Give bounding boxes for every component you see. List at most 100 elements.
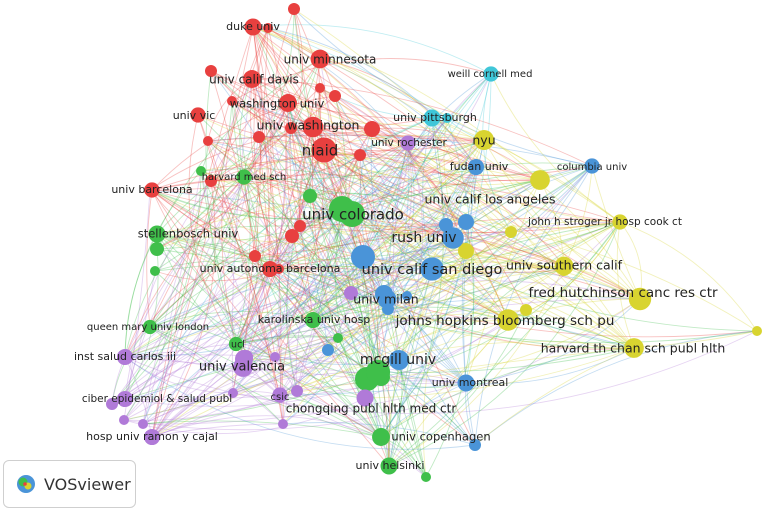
network-node[interactable] [196, 166, 206, 176]
node-harvardth[interactable] [624, 338, 644, 358]
network-node[interactable] [227, 96, 237, 106]
node-colorado[interactable] [339, 201, 365, 227]
network-node[interactable] [505, 226, 517, 238]
node-stroger[interactable] [612, 214, 628, 230]
link-edge [231, 100, 373, 135]
node-ucl[interactable] [228, 336, 244, 352]
node-ucla[interactable] [530, 170, 550, 190]
node-mcgill[interactable] [365, 359, 391, 385]
network-node[interactable] [752, 326, 762, 336]
network-node[interactable] [285, 229, 299, 243]
node-rochester[interactable] [400, 135, 416, 151]
link-edge [380, 73, 492, 438]
network-node[interactable] [322, 344, 334, 356]
network-node[interactable] [354, 149, 366, 161]
network-node[interactable] [285, 122, 297, 134]
network-node[interactable] [389, 350, 409, 370]
link-edge [242, 366, 382, 438]
node-helsinki[interactable] [380, 457, 398, 475]
node-columbia[interactable] [584, 158, 600, 174]
node-nyu[interactable] [474, 130, 494, 150]
network-node[interactable] [228, 388, 238, 398]
network-node[interactable] [138, 419, 148, 429]
node-uvic[interactable] [190, 107, 206, 123]
link-edge [151, 139, 485, 438]
link-edge [149, 142, 409, 328]
node-minnesota[interactable] [310, 49, 330, 69]
network-node[interactable] [205, 175, 217, 187]
network-node[interactable] [106, 398, 118, 410]
node-duke[interactable] [244, 18, 262, 36]
node-label-washu: washington univ [230, 97, 325, 111]
node-ucdavis[interactable] [243, 70, 261, 88]
link-edge [210, 70, 379, 373]
node-harvardmed[interactable] [236, 169, 252, 185]
network-node[interactable] [288, 3, 300, 15]
network-node[interactable] [344, 286, 358, 300]
network-node[interactable] [249, 250, 261, 262]
node-ciber[interactable] [116, 390, 134, 408]
network-node[interactable] [270, 352, 280, 362]
node-isciii[interactable] [116, 348, 134, 366]
node-qmul[interactable] [142, 319, 158, 335]
link-edge [149, 100, 233, 328]
network-node[interactable] [469, 439, 481, 451]
link-edge [267, 27, 541, 181]
node-jhu[interactable] [497, 309, 519, 331]
network-node[interactable] [333, 333, 343, 343]
network-node[interactable] [119, 415, 129, 425]
link-edge [431, 261, 565, 271]
network-node[interactable] [291, 385, 303, 397]
vosviewer-badge[interactable]: VOSviewer [3, 460, 136, 508]
network-node[interactable] [442, 113, 452, 123]
node-niaid[interactable] [311, 137, 337, 163]
network-node[interactable] [421, 472, 431, 482]
node-barcelona[interactable] [144, 182, 160, 198]
network-node[interactable] [278, 419, 288, 429]
node-ucsd[interactable] [420, 257, 444, 281]
node-weill[interactable] [483, 66, 499, 82]
node-fudan[interactable] [467, 158, 485, 176]
node-washu[interactable] [279, 94, 297, 112]
node-copenhagen[interactable] [372, 428, 390, 446]
link-edge [341, 208, 371, 380]
network-node[interactable] [329, 90, 341, 102]
node-montreal[interactable] [457, 374, 475, 392]
node-uwash[interactable] [302, 116, 324, 138]
vosviewer-label: VOSviewer [44, 474, 131, 494]
link-edge [151, 166, 477, 438]
network-node[interactable] [303, 189, 317, 203]
link-edge [296, 390, 427, 478]
link-edge [124, 337, 339, 400]
node-pittsburgh[interactable] [423, 109, 441, 127]
node-stellenbosch[interactable] [148, 225, 166, 243]
network-node[interactable] [402, 291, 412, 301]
network-node[interactable] [351, 245, 375, 269]
network-node[interactable] [263, 23, 273, 33]
node-valencia[interactable] [233, 357, 253, 377]
link-edge [149, 189, 353, 220]
link-edge [232, 166, 477, 394]
node-fredhutch[interactable] [628, 287, 652, 311]
network-node[interactable] [458, 243, 474, 259]
node-ramon[interactable] [143, 428, 161, 446]
node-rush[interactable] [442, 227, 464, 249]
node-csic[interactable] [272, 387, 288, 403]
network-node[interactable] [253, 131, 265, 143]
network-node[interactable] [150, 242, 164, 256]
node-uab[interactable] [261, 260, 279, 278]
network-node[interactable] [205, 65, 217, 77]
network-node[interactable] [520, 304, 532, 316]
node-milan[interactable] [377, 289, 397, 309]
link-edge [290, 8, 304, 129]
node-karolinska[interactable] [304, 311, 322, 329]
network-node[interactable] [150, 266, 160, 276]
network-node[interactable] [458, 214, 474, 230]
network-node[interactable] [203, 136, 213, 146]
network-node[interactable] [294, 220, 306, 232]
network-node[interactable] [315, 83, 325, 93]
network-node[interactable] [364, 121, 380, 137]
node-chongqing[interactable] [356, 389, 374, 407]
node-usc[interactable] [554, 256, 574, 276]
